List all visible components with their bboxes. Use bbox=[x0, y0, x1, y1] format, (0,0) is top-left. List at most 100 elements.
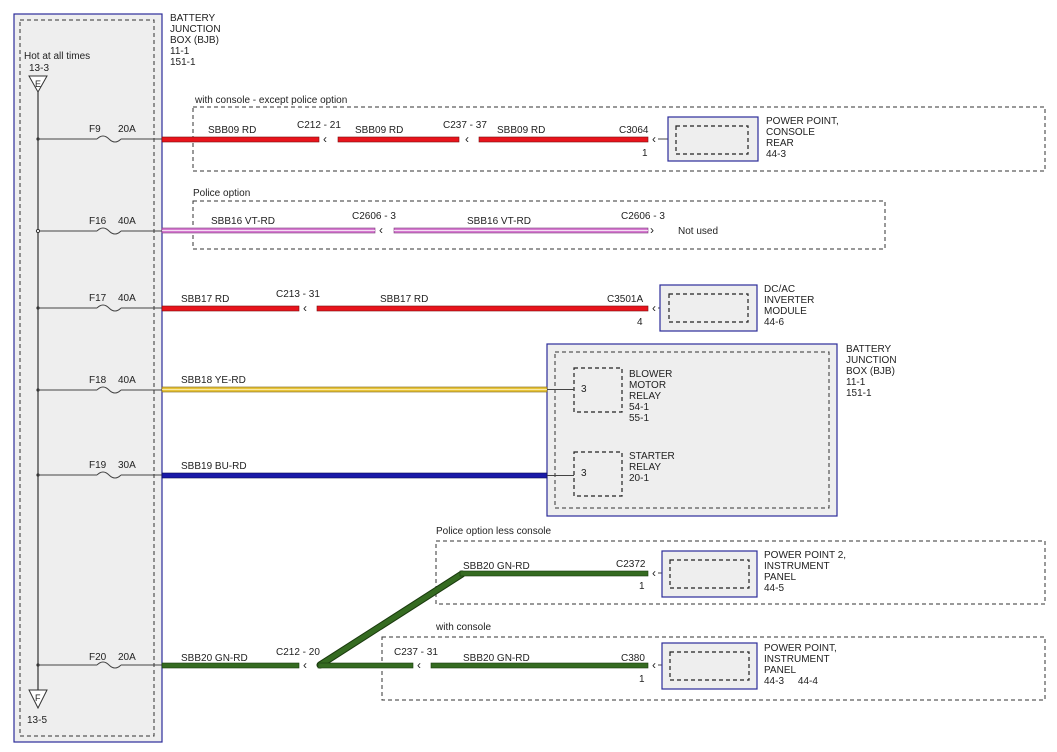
wire-segment bbox=[161, 472, 548, 479]
bjb-title-line: 151-1 bbox=[170, 57, 196, 68]
fuse-name: F16 bbox=[89, 216, 107, 227]
component-label: PANEL bbox=[764, 665, 796, 676]
component-label: DC/AC bbox=[764, 284, 795, 295]
component-label: RELAY bbox=[629, 462, 661, 473]
connector-arrow-icon: ‹ bbox=[417, 658, 421, 672]
bjb-title-line: JUNCTION bbox=[170, 24, 221, 35]
wire-segment bbox=[317, 571, 465, 668]
connector-label: C2606 - 3 bbox=[352, 211, 396, 222]
bjb-bottom-ref: 13-5 bbox=[27, 715, 47, 726]
bjb-title-line: 11-1 bbox=[846, 377, 866, 388]
wire-label: SBB17 RD bbox=[181, 294, 229, 305]
pin-number: 1 bbox=[639, 581, 645, 592]
bjb-title-line: BATTERY bbox=[846, 344, 892, 355]
connector-arrow-icon: ‹ bbox=[379, 223, 383, 237]
fuse-icon bbox=[96, 227, 122, 235]
region-with-console bbox=[381, 636, 1046, 701]
wire-segment bbox=[161, 662, 300, 669]
wire-segment bbox=[430, 662, 649, 669]
power-point-2-panel-box bbox=[661, 550, 758, 598]
pin-number: 1 bbox=[642, 148, 648, 159]
fuse-f17: F17 40A bbox=[36, 293, 162, 312]
fuse-f16: F16 40A bbox=[35, 216, 162, 235]
starter-relay-box bbox=[573, 451, 623, 497]
wire-label: SBB20 GN-RD bbox=[181, 653, 248, 664]
bjb-inner-dashed-box bbox=[19, 19, 155, 737]
connector-arrow-icon: ‹ bbox=[652, 301, 656, 315]
fuse-name: F18 bbox=[89, 375, 107, 386]
bus-bottom-connector-icon bbox=[28, 689, 48, 710]
connector-label: C2372 bbox=[616, 559, 646, 570]
component-ref: 44-6 bbox=[764, 317, 784, 328]
wire-label: SBB16 VT-RD bbox=[211, 216, 275, 227]
fuse-name: F17 bbox=[89, 293, 107, 304]
fuse-rating: 20A bbox=[118, 652, 136, 663]
component-label: STARTER bbox=[629, 451, 675, 462]
hot-at-all-times-label: Hot at all times bbox=[24, 51, 90, 62]
bjb-title-line: BATTERY bbox=[170, 13, 216, 24]
component-ref: 54-1 bbox=[629, 402, 649, 413]
component-label: MOTOR bbox=[629, 380, 666, 391]
component-ref: 55-1 bbox=[629, 413, 649, 424]
wire-label: SBB18 YE-RD bbox=[181, 375, 246, 386]
region-police-less-console bbox=[435, 540, 1046, 605]
connector-label: C3501A bbox=[607, 294, 643, 305]
fuse-rating: 40A bbox=[118, 375, 136, 386]
circuit-sbb16: ‹ › SBB16 VT-RD SBB16 VT-RD C2606 - 3 C2… bbox=[161, 211, 718, 237]
bus-top-letter: E bbox=[35, 79, 41, 89]
bjb-title-line: 151-1 bbox=[846, 388, 872, 399]
region-police-option bbox=[192, 200, 886, 250]
wire-label: SBB20 GN-RD bbox=[463, 653, 530, 664]
fuse-f18: F18 40A bbox=[36, 375, 162, 394]
battery-junction-box-right: BATTERY JUNCTION BOX (BJB) 11-1 151-1 3 … bbox=[546, 343, 897, 517]
component-label: RELAY bbox=[629, 391, 661, 402]
component-ref: 44-3 bbox=[766, 149, 786, 160]
wire-segment bbox=[459, 570, 649, 577]
fuse-rating: 40A bbox=[118, 216, 136, 227]
option-label: Police option less console bbox=[436, 526, 552, 537]
connector-label: C237 - 37 bbox=[443, 120, 487, 131]
connector-arrow-icon: › bbox=[650, 223, 654, 237]
fuse-icon bbox=[96, 304, 122, 312]
bjb-title-left: BATTERY JUNCTION BOX (BJB) 11-1 151-1 bbox=[170, 13, 221, 68]
wire-label: SBB09 RD bbox=[355, 125, 403, 136]
component-label: REAR bbox=[766, 138, 794, 149]
wire-segment bbox=[316, 305, 649, 312]
fuse-rating: 30A bbox=[118, 460, 136, 471]
fuse-icon bbox=[96, 386, 122, 394]
component-label: PANEL bbox=[764, 572, 796, 583]
circuit-sbb09: ‹ ‹ ‹ SBB09 RD SBB09 RD SBB09 RD C212 - … bbox=[161, 116, 839, 162]
bus-top-connector-icon bbox=[28, 75, 48, 94]
fuse-rating: 40A bbox=[118, 293, 136, 304]
fuse-name: F20 bbox=[89, 652, 107, 663]
circuit-sbb17: ‹ ‹ SBB17 RD SBB17 RD C213 - 31 C3501A 4… bbox=[161, 284, 814, 332]
wire-segment bbox=[478, 136, 649, 143]
connector-label: C237 - 31 bbox=[394, 647, 438, 658]
connector-label: C213 - 31 bbox=[276, 289, 320, 300]
connector-arrow-icon: ‹ bbox=[323, 132, 327, 146]
fuse-f20: F20 20A bbox=[36, 652, 162, 669]
bjb-title-line: 11-1 bbox=[170, 46, 190, 57]
wire-label: SBB09 RD bbox=[497, 125, 545, 136]
fuse-icon bbox=[96, 135, 122, 143]
fuse-icon bbox=[96, 471, 122, 479]
component-label: INVERTER bbox=[764, 295, 814, 306]
bus-bottom-letter: F bbox=[35, 693, 41, 703]
wire-segment bbox=[161, 136, 320, 143]
circuit-sbb19: SBB19 BU-RD bbox=[161, 461, 574, 479]
fuse-name: F19 bbox=[89, 460, 107, 471]
bjb-right-box bbox=[546, 343, 838, 517]
component-label: BLOWER bbox=[629, 369, 672, 380]
component-label: POWER POINT 2, bbox=[764, 550, 846, 561]
not-used-label: Not used bbox=[678, 226, 718, 237]
option-label: with console - except police option bbox=[194, 95, 347, 106]
pin-number: 1 bbox=[639, 674, 645, 685]
wire-segment bbox=[317, 662, 414, 669]
connector-label: C380 bbox=[621, 653, 645, 664]
connector-arrow-icon: ‹ bbox=[652, 658, 656, 672]
wire-label: SBB20 GN-RD bbox=[463, 561, 530, 572]
wire-segment bbox=[337, 136, 460, 143]
pin-number: 3 bbox=[581, 468, 587, 479]
pin-number: 3 bbox=[581, 384, 587, 395]
